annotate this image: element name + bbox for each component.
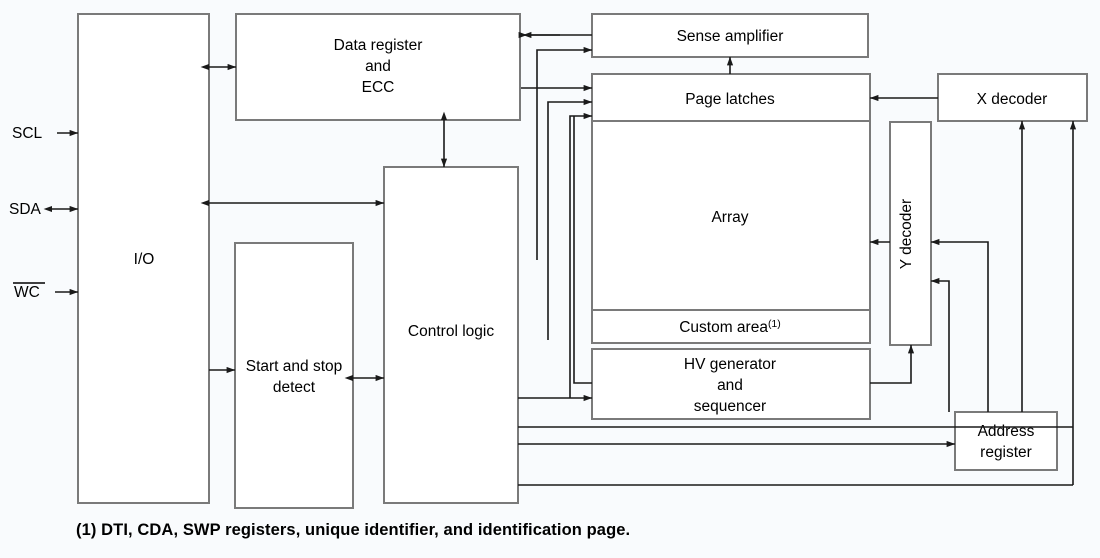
label-array: Array (711, 209, 748, 226)
label-data-register-1: Data register (334, 37, 423, 54)
label-hv-generator-3: sequencer (694, 398, 766, 415)
label-hv-generator-2: and (717, 377, 743, 394)
label-custom-area-footnote: (1) (768, 318, 781, 330)
block-io[interactable] (77, 13, 210, 504)
block-sense-amplifier[interactable] (591, 13, 869, 58)
label-data-register-2: and (365, 58, 391, 75)
block-data-register[interactable] (235, 13, 521, 121)
signal-label-wc: WC (14, 284, 40, 301)
signal-label-sda: SDA (9, 201, 42, 218)
block-control-logic[interactable] (383, 166, 519, 504)
label-x-decoder: X decoder (977, 91, 1048, 108)
label-start-stop-1: Start and stop (246, 358, 343, 375)
wire-array-return-bus (573, 116, 592, 384)
label-control-logic: Control logic (408, 323, 494, 340)
wire-control-logic-to-page-latches (547, 98, 593, 340)
label-custom-area-group: Custom area(1) (679, 318, 781, 336)
wire-control-logic-to-sense-amplifier (536, 46, 593, 260)
label-data-register-3: ECC (362, 79, 395, 96)
block-array[interactable] (591, 120, 871, 311)
label-address-register-2: register (980, 444, 1032, 461)
wire-address-register-to-y-decoder-2 (930, 277, 950, 412)
figure-caption: (1) DTI, CDA, SWP registers, unique iden… (76, 521, 631, 539)
wire-address-register-to-y-decoder (930, 238, 989, 412)
block-address-register[interactable] (954, 411, 1058, 471)
label-address-register-1: Address (978, 423, 1035, 440)
label-sense-amplifier: Sense amplifier (677, 28, 784, 45)
label-hv-generator-1: HV generator (684, 356, 776, 373)
label-page-latches: Page latches (685, 91, 775, 108)
wire-control-logic-to-array (569, 112, 593, 398)
label-custom-area: Custom area (679, 319, 768, 336)
block-custom-area[interactable] (591, 309, 871, 344)
label-start-stop-2: detect (273, 379, 316, 396)
block-hv-generator[interactable] (591, 348, 871, 420)
wire-hv-generator-to-y-decoder (870, 344, 915, 384)
label-y-decoder: Y decoder (898, 199, 915, 269)
block-start-stop-detect[interactable] (234, 242, 354, 509)
label-io: I/O (134, 251, 155, 268)
signal-label-scl: SCL (12, 125, 43, 142)
